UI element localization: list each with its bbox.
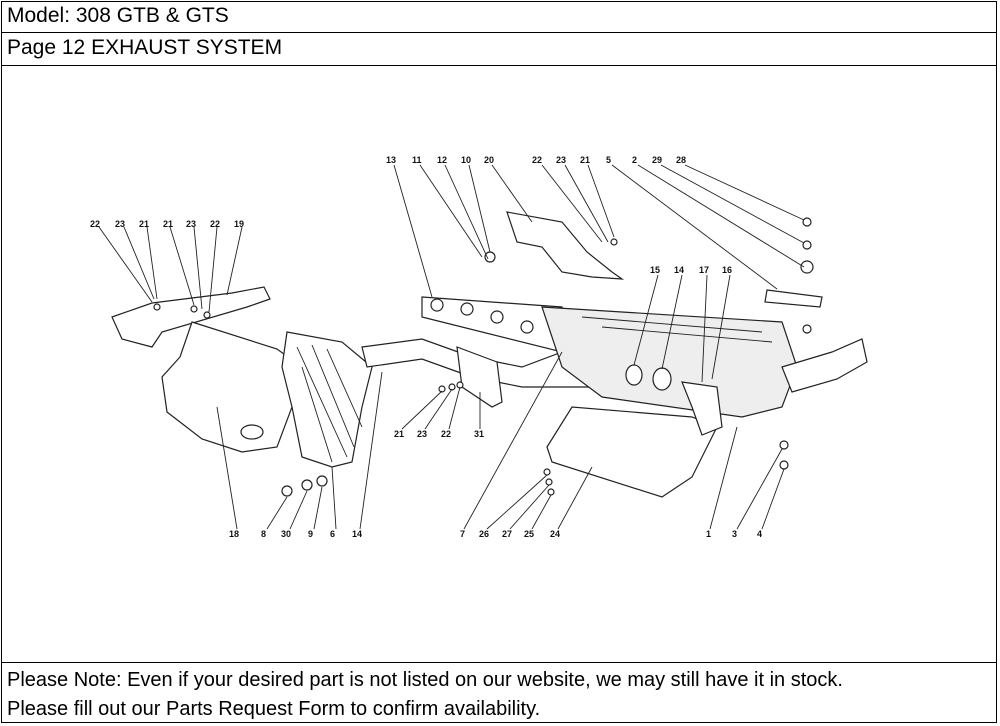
callout: 13 [386, 155, 396, 165]
callout: 23 [417, 429, 427, 439]
callout: 24 [550, 529, 560, 539]
callout: 14 [674, 265, 684, 275]
page-title-row: Page 12 EXHAUST SYSTEM [1, 33, 997, 66]
callout: 28 [676, 155, 686, 165]
flange-port-4 [520, 320, 534, 334]
model-title-row: Model: 308 GTB & GTS [1, 1, 997, 33]
callout: 6 [330, 529, 335, 539]
u-bend-pipe [681, 381, 723, 436]
bolt-10 [484, 251, 496, 263]
nut-9 [316, 475, 328, 487]
nut-4 [779, 460, 789, 470]
callout: 9 [308, 529, 313, 539]
rear-hanger-bracket [764, 289, 823, 308]
callout: 12 [437, 155, 447, 165]
callout: 14 [352, 529, 362, 539]
exhaust-manifold [281, 331, 373, 468]
tailpipe [781, 338, 868, 393]
note-line-2: Please fill out our Parts Request Form t… [7, 698, 541, 720]
top-shield-plate [506, 211, 625, 280]
callout: 30 [281, 529, 291, 539]
callout: 22 [90, 219, 100, 229]
callout: 21 [139, 219, 149, 229]
flange-port-3 [490, 310, 504, 324]
washer-29 [802, 240, 812, 250]
flange-port-2 [460, 302, 474, 316]
callout-labels: 22 23 21 21 23 22 19 13 11 12 10 20 22 2… [90, 155, 762, 539]
note-line-1: Please Note: Even if your desired part i… [7, 669, 843, 691]
washer-30 [301, 479, 313, 491]
bolt-21-top [610, 238, 618, 246]
callout: 21 [163, 219, 173, 229]
callout: 10 [461, 155, 471, 165]
callout: 18 [229, 529, 239, 539]
page-title: Page 12 EXHAUST SYSTEM [7, 36, 283, 59]
callout: 2 [632, 155, 637, 165]
bolt-8 [281, 485, 293, 497]
lower-heat-shield [546, 406, 718, 498]
callout: 8 [261, 529, 266, 539]
heat-shield-hole [240, 424, 264, 440]
callout: 15 [650, 265, 660, 275]
muffler-ribs [581, 316, 773, 343]
nut-rear [802, 324, 812, 334]
callout: 23 [556, 155, 566, 165]
washer-27 [545, 478, 553, 486]
callout: 29 [652, 155, 662, 165]
nut-28 [802, 217, 812, 227]
washer-3 [779, 440, 789, 450]
callout: 11 [412, 155, 422, 165]
exhaust-diagram: 22 23 21 21 23 22 19 13 11 12 10 20 22 2… [2, 67, 996, 662]
exhaust-diagram-svg: 22 23 21 21 23 22 19 13 11 12 10 20 22 2… [90, 155, 868, 539]
callout: 27 [502, 529, 512, 539]
mounting-bracket [456, 346, 503, 408]
callout: 7 [460, 529, 465, 539]
muffler [541, 306, 798, 418]
nut-left-1 [153, 303, 161, 311]
callout: 23 [115, 219, 125, 229]
manifold-pipes [296, 344, 363, 463]
model-title: Model: 308 GTB & GTS [7, 4, 229, 27]
callout: 21 [394, 429, 404, 439]
leader-lines [98, 164, 805, 530]
washer-26 [543, 468, 551, 476]
stock-note: Please Note: Even if your desired part i… [1, 662, 997, 724]
bolt-25 [547, 488, 555, 496]
flange-port-1 [430, 298, 444, 312]
callout: 20 [484, 155, 494, 165]
callout: 19 [234, 219, 244, 229]
callout: 3 [732, 529, 737, 539]
callout: 23 [186, 219, 196, 229]
callout: 31 [474, 429, 484, 439]
washer-23-lower [448, 383, 456, 391]
nut-left-3 [203, 311, 211, 319]
callout: 16 [722, 265, 732, 275]
callout: 25 [524, 529, 534, 539]
bolt-21-lower [438, 385, 446, 393]
heat-shield [161, 321, 303, 453]
clamp-ring [652, 367, 672, 391]
callout: 1 [706, 529, 711, 539]
rubber-mount-2 [800, 260, 814, 274]
callout: 17 [699, 265, 709, 275]
callout: 22 [441, 429, 451, 439]
callout: 21 [580, 155, 590, 165]
callout: 4 [757, 529, 762, 539]
gasket-ring [625, 364, 643, 386]
callout: 22 [532, 155, 542, 165]
callout: 26 [479, 529, 489, 539]
bolt-left-2 [190, 305, 198, 313]
callout: 22 [210, 219, 220, 229]
callout: 5 [606, 155, 611, 165]
